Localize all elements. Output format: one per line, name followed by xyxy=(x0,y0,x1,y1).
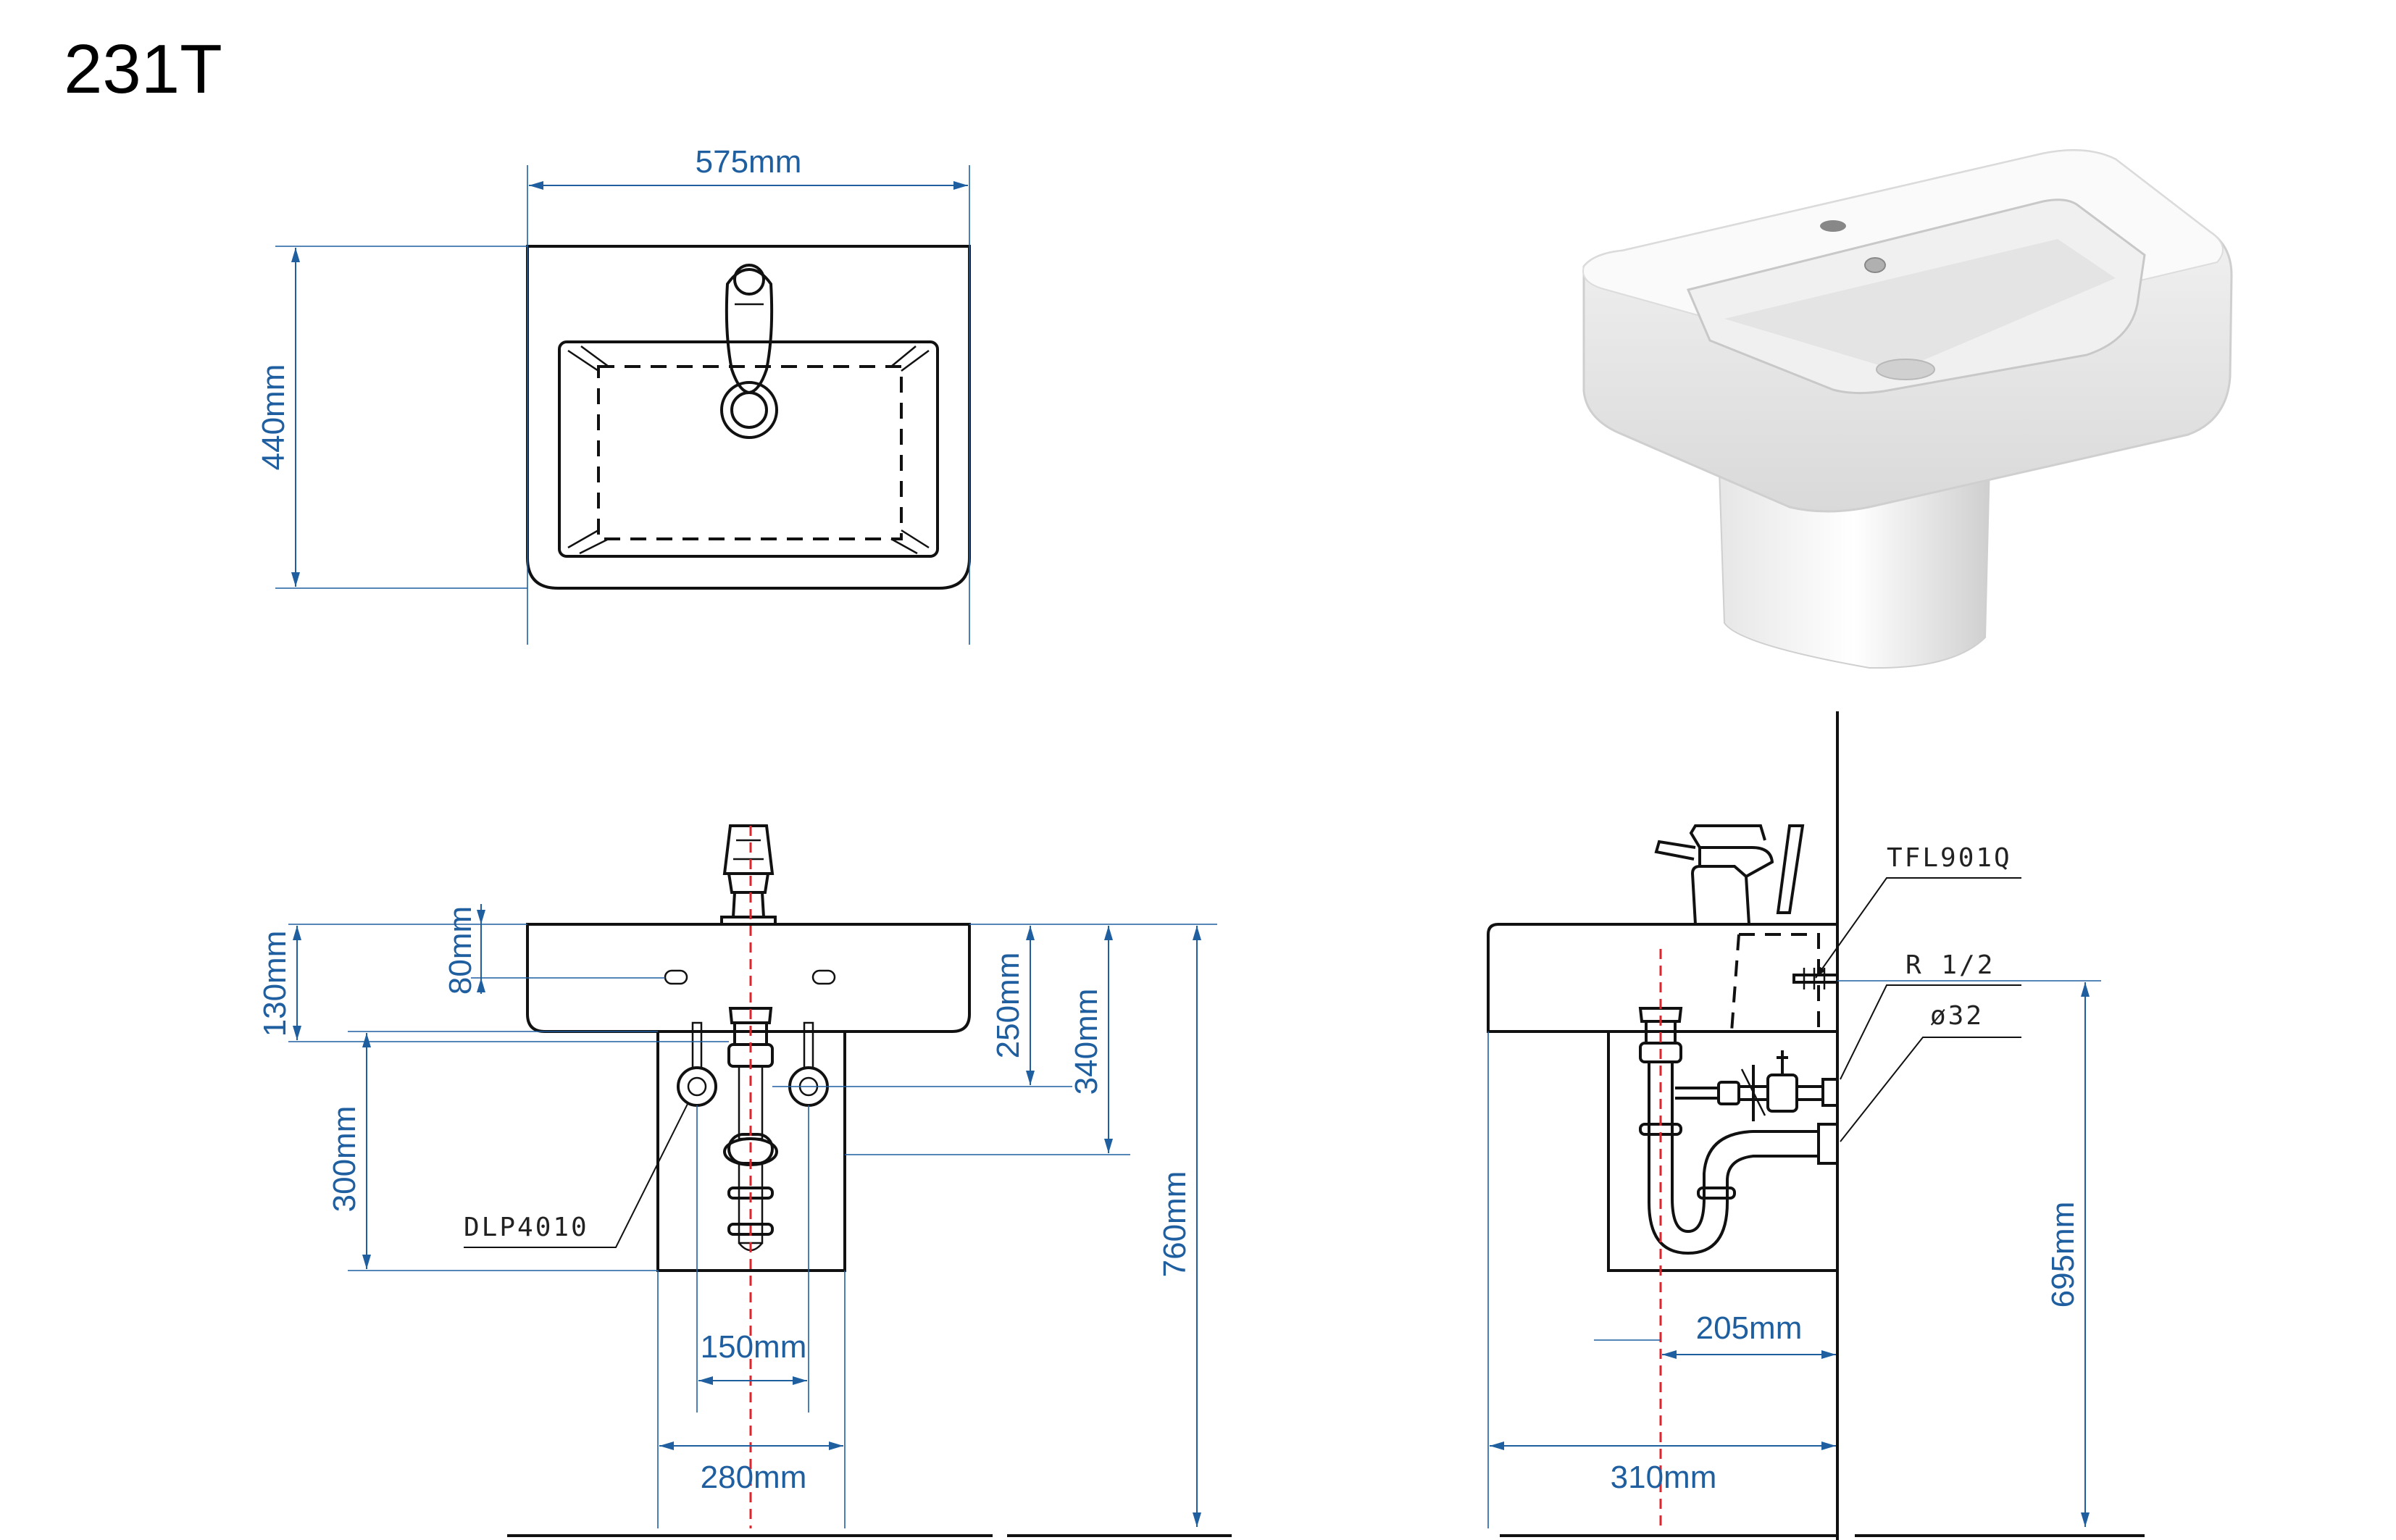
dim-valve-spacing-label: 150mm xyxy=(701,1329,807,1365)
top-faucet-icon xyxy=(720,264,778,439)
top-bowl-floor xyxy=(597,365,903,540)
dim-wall-offset-label: 205mm xyxy=(1696,1310,1803,1346)
dim-depth-side-label: 310mm xyxy=(1611,1460,1717,1495)
overflow-left xyxy=(664,969,688,985)
leader-waste xyxy=(464,1102,689,1248)
dim-basin-height-label: 130mm xyxy=(257,931,293,1037)
side-basin xyxy=(1487,923,1837,1033)
dim-pedestal-label: 300mm xyxy=(327,1106,362,1213)
top-bevel-bl2 xyxy=(579,537,609,555)
front-supply-valve-left-icon xyxy=(677,1021,717,1107)
dim-outlet-height-label: 695mm xyxy=(2045,1202,2081,1308)
overflow-right xyxy=(811,969,836,985)
dim-depth-label: 440mm xyxy=(256,364,291,471)
front-faucet-icon xyxy=(720,824,777,926)
part-thread-label: R 1/2 xyxy=(1905,950,1995,980)
top-bevel-br xyxy=(901,529,930,549)
side-pedestal xyxy=(1607,1031,1837,1272)
top-bevel-tl xyxy=(567,349,599,372)
model-title: 231T xyxy=(64,30,222,108)
side-trap-icon xyxy=(1638,1007,1839,1255)
side-valve-icon xyxy=(1792,968,1839,989)
leader-valve xyxy=(1815,877,2021,979)
part-valve-label: TFL901Q xyxy=(1887,843,2012,873)
dim-faucet-label: 80mm xyxy=(443,906,478,995)
top-bevel-bl xyxy=(567,529,599,549)
front-basin xyxy=(526,923,971,1033)
leader-pipe xyxy=(1840,1037,2021,1142)
top-bevel-tr xyxy=(901,349,930,372)
dim-total-label: 760mm xyxy=(1157,1171,1193,1278)
dim-width-label: 575mm xyxy=(696,144,802,180)
top-bowl-rim xyxy=(558,340,939,558)
side-faucet-icon xyxy=(1654,824,1805,926)
top-view: 575mm 440mm xyxy=(256,144,971,645)
perspective-view-image xyxy=(1582,149,2233,669)
top-bevel-tr2 xyxy=(890,346,917,367)
leader-thread xyxy=(1840,984,2021,1080)
front-view: 80mm 130mm 300mm 250mm 340mm 760mm 150mm… xyxy=(257,824,1232,1537)
top-bevel-br2 xyxy=(890,537,918,555)
front-supply-valve-right-icon xyxy=(788,1021,829,1107)
part-waste-label: DLP4010 xyxy=(464,1213,589,1242)
dim-pedestal-width-label: 280mm xyxy=(701,1460,807,1495)
side-hidden-body xyxy=(1730,933,1820,1032)
part-pipe-label: ø32 xyxy=(1930,1001,1984,1031)
dim-supply-label: 340mm xyxy=(1069,989,1104,1095)
top-basin-outline xyxy=(526,245,971,590)
dim-drain-label: 250mm xyxy=(990,953,1026,1059)
side-view: TFL901Q R 1/2 ø32 205mm 310mm 695mm xyxy=(1487,711,2145,1540)
top-bevel-tl2 xyxy=(580,345,609,368)
